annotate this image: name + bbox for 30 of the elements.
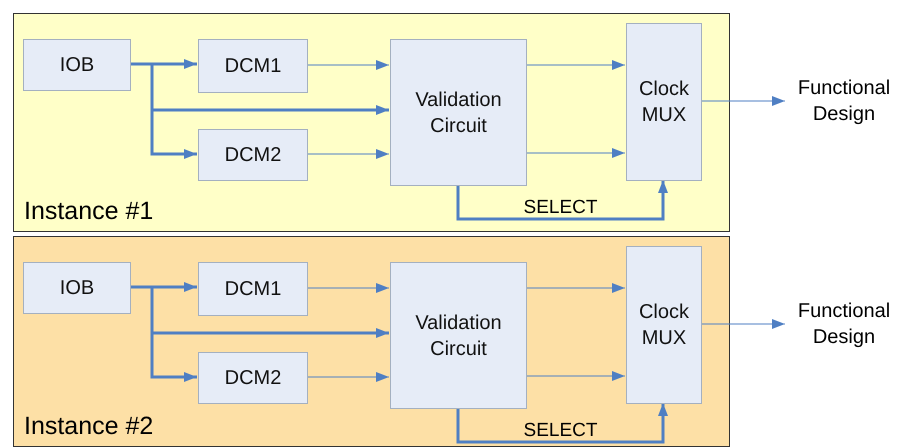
connector-arrow xyxy=(306,283,390,293)
instance-panel xyxy=(13,13,730,232)
block-box: DCM1 xyxy=(198,262,308,316)
edge-label: SELECT xyxy=(524,420,598,442)
panel-title: Instance #1 xyxy=(24,196,154,226)
block-box: Validation Circuit xyxy=(390,39,527,186)
connector-arrow xyxy=(526,60,626,70)
output-label: Functional Design xyxy=(785,295,903,353)
connector-arrow xyxy=(526,148,626,158)
block-box: DCM2 xyxy=(198,129,308,181)
connector-arrow xyxy=(456,403,668,444)
block-box: IOB xyxy=(23,262,131,314)
connector-arrow xyxy=(526,371,626,381)
instance-panel xyxy=(13,236,730,447)
block-box: Clock MUX xyxy=(626,23,702,181)
block-box: DCM1 xyxy=(198,39,308,93)
connector-arrow xyxy=(306,60,390,70)
block-box: IOB xyxy=(23,39,131,91)
connector-arrow xyxy=(700,319,786,329)
edge-label: SELECT xyxy=(524,197,598,219)
connector-arrow xyxy=(306,149,390,159)
connector-arrow xyxy=(526,283,626,293)
connector-arrow xyxy=(306,372,390,382)
output-label: Functional Design xyxy=(785,72,903,130)
connector-arrow xyxy=(700,96,786,106)
block-box: Clock MUX xyxy=(626,246,702,404)
panel-title: Instance #2 xyxy=(24,411,154,441)
block-box: Validation Circuit xyxy=(390,262,527,409)
connector-arrow xyxy=(456,180,668,220)
block-box: DCM2 xyxy=(198,352,308,404)
